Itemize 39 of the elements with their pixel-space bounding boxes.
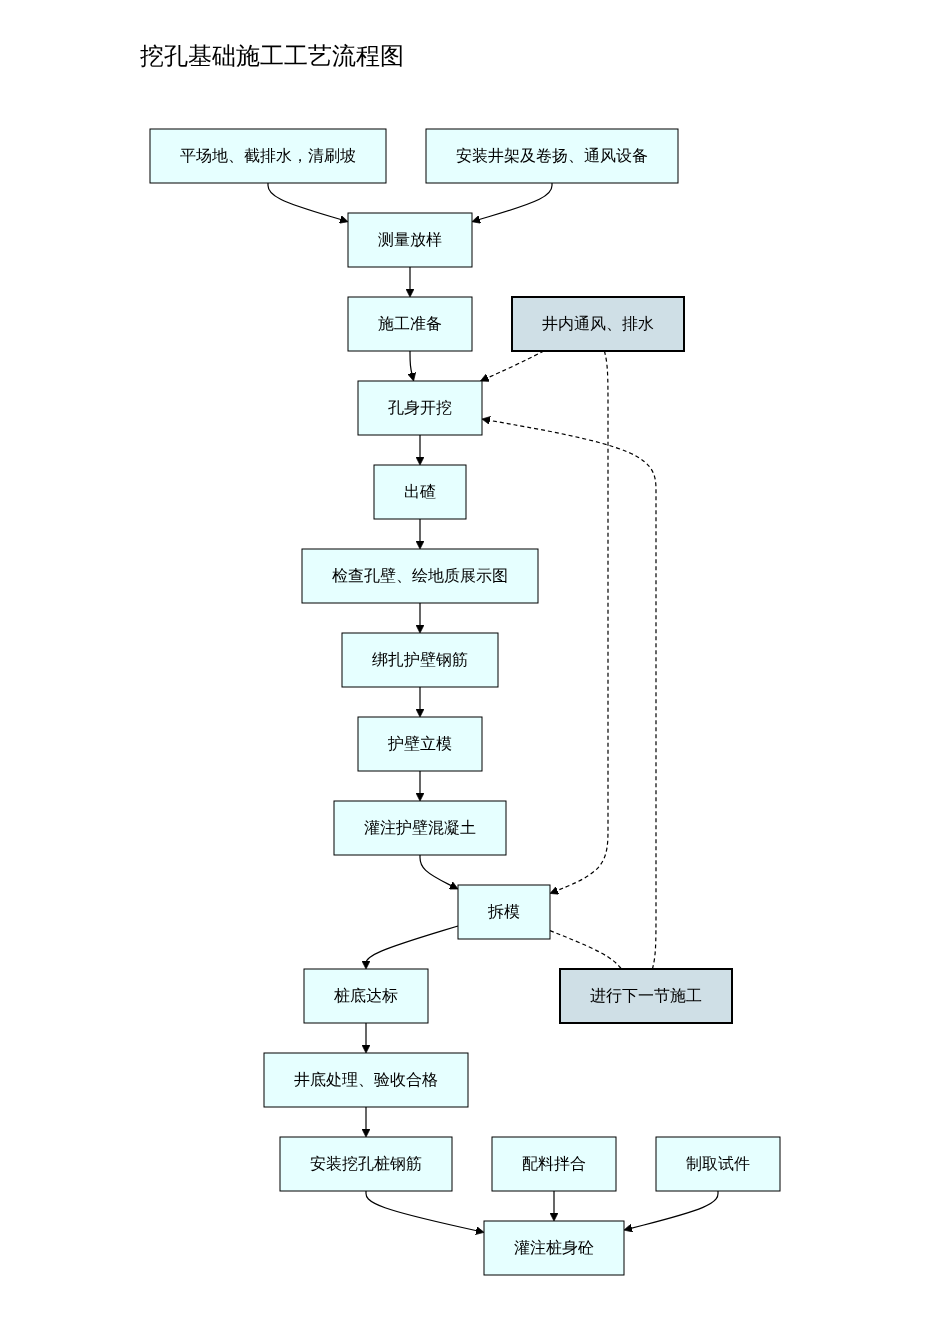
node-box: 安装井架及卷扬、通风设备 — [425, 128, 679, 184]
arrow — [471, 182, 553, 224]
arrow — [419, 854, 459, 890]
node-box: 拆模 — [457, 884, 551, 940]
arrow — [549, 350, 609, 895]
node-box: 配料拌合 — [491, 1136, 617, 1192]
arrow — [361, 925, 459, 970]
arrow — [405, 266, 415, 298]
node-box: 井底处理、验收合格 — [263, 1052, 469, 1108]
node-box: 出碴 — [373, 464, 467, 520]
node-box: 绑扎护壁钢筋 — [341, 632, 499, 688]
arrow — [549, 1190, 559, 1222]
arrow — [623, 1190, 719, 1233]
node-box: 制取试件 — [655, 1136, 781, 1192]
arrow — [481, 416, 657, 970]
arrow — [361, 1022, 371, 1054]
node-box: 平场地、截排水，清刷坡 — [149, 128, 387, 184]
arrow — [415, 770, 425, 802]
arrow — [267, 182, 349, 224]
arrow — [361, 1106, 371, 1138]
diagram-title: 挖孔基础施工工艺流程图 — [140, 41, 405, 72]
node-box: 施工准备 — [347, 296, 473, 352]
arrow — [415, 686, 425, 718]
arrow — [407, 350, 416, 382]
arrow — [415, 518, 425, 550]
arrow — [365, 1190, 485, 1235]
node-box: 孔身开挖 — [357, 380, 483, 436]
node-box: 测量放样 — [347, 212, 473, 268]
arrow — [415, 602, 425, 634]
arrow — [415, 434, 425, 466]
connector — [549, 930, 623, 970]
node-box: 检查孔壁、绘地质展示图 — [301, 548, 539, 604]
node-box: 护壁立模 — [357, 716, 483, 772]
node-box: 安装挖孔桩钢筋 — [279, 1136, 453, 1192]
node-box: 灌注桩身砼 — [483, 1220, 625, 1276]
node-box: 灌注护壁混凝土 — [333, 800, 507, 856]
node-box: 进行下一节施工 — [559, 968, 733, 1024]
node-box: 井内通风、排水 — [511, 296, 685, 352]
node-box: 桩底达标 — [303, 968, 429, 1024]
